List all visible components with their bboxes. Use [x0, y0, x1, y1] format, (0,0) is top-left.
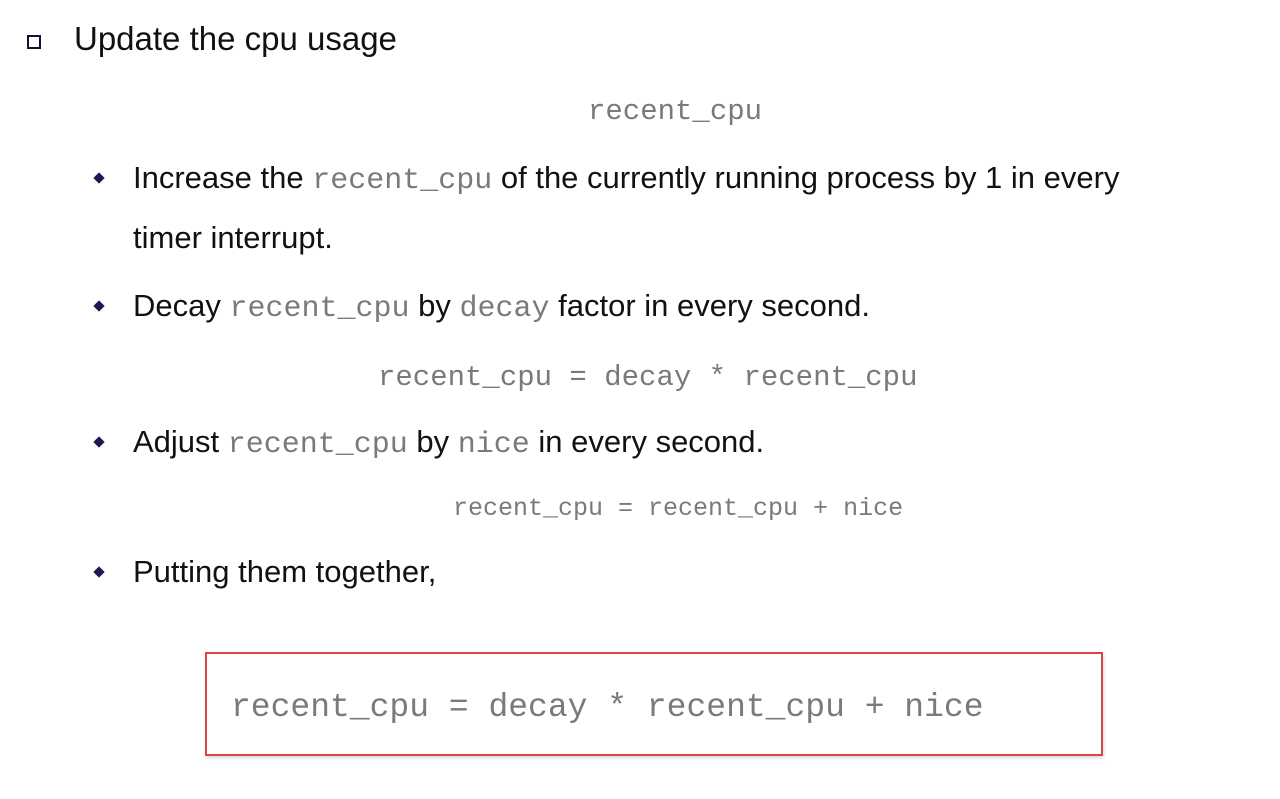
diamond-bullet-icon [93, 300, 105, 312]
diamond-bullet-icon [93, 566, 105, 578]
bullet-2-post: factor in every second. [549, 288, 870, 323]
subtitle-code: recent_cpu [588, 95, 763, 128]
bullet-1-continuation: timer interrupt. [133, 220, 333, 255]
bullet-3-code2: nice [457, 428, 530, 462]
bullet-2-text: Decay recent_cpu by decay factor in ever… [133, 288, 870, 326]
bullet-1-post: of the currently running process by 1 in… [492, 160, 1120, 195]
bullet-1-code: recent_cpu [312, 164, 493, 198]
bullet-4-text: Putting them together, [133, 554, 437, 589]
bullet-2-code: recent_cpu [229, 292, 410, 326]
bullet-2-mid: by [409, 288, 460, 323]
bullet-2-code2: decay [459, 292, 550, 326]
bullet-1-pre: Increase the [133, 160, 313, 195]
square-bullet-icon [27, 35, 41, 49]
bullet-3-post: in every second. [529, 424, 765, 459]
diamond-bullet-icon [93, 436, 105, 448]
bullet-3-code: recent_cpu [227, 428, 408, 462]
bullet-3-pre: Adjust [133, 424, 228, 459]
decay-formula: recent_cpu = decay * recent_cpu [378, 361, 918, 394]
combined-formula: recent_cpu = decay * recent_cpu + nice [231, 689, 984, 726]
bullet-2-pre: Decay [133, 288, 230, 323]
slide-heading: Update the cpu usage [74, 20, 397, 57]
bullet-3-text: Adjust recent_cpu by nice in every secon… [133, 424, 764, 462]
diamond-bullet-icon [93, 172, 105, 184]
nice-formula: recent_cpu = recent_cpu + nice [453, 494, 904, 523]
bullet-1-text: Increase the recent_cpu of the currently… [133, 160, 1119, 198]
combined-formula-box [205, 652, 1103, 756]
bullet-3-mid: by [407, 424, 458, 459]
